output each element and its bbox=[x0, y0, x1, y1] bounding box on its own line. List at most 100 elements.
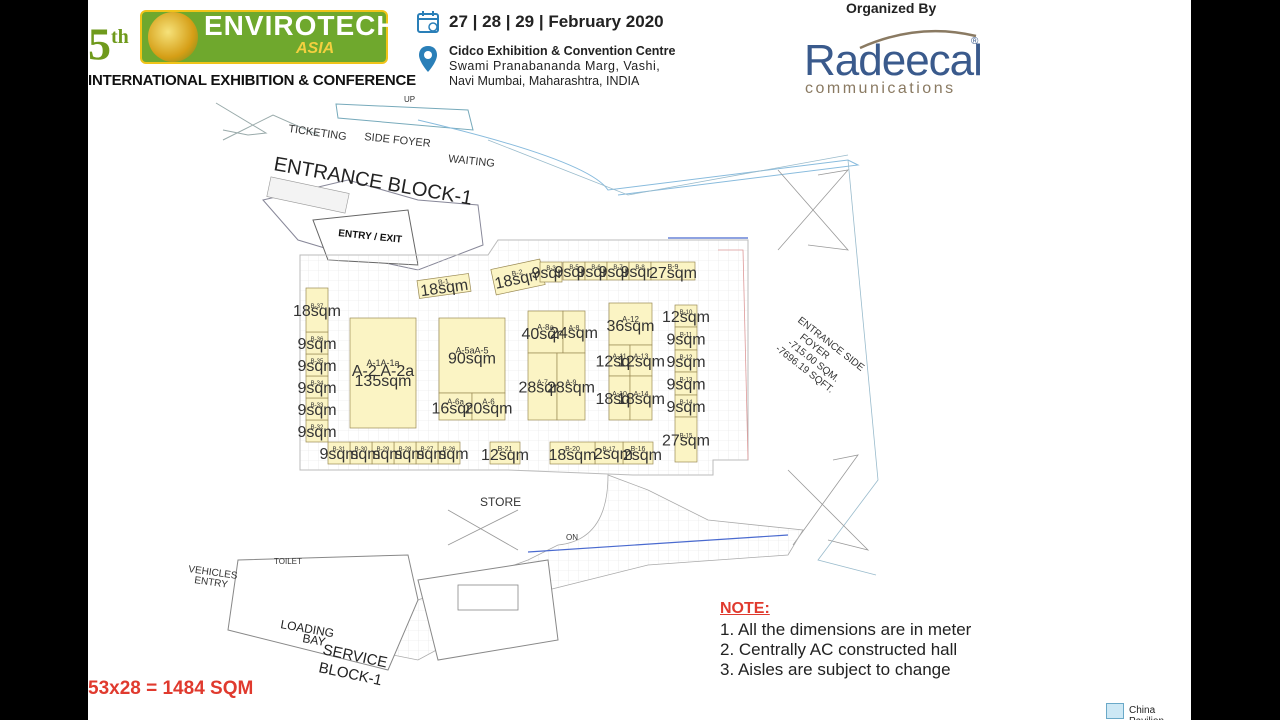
venue-name: Cidco Exhibition & Convention Centre bbox=[449, 44, 676, 58]
floor-plan-page: 5th ENVIROTECH ASIA INTERNATIONAL EXHIBI… bbox=[88, 0, 1191, 720]
booth-size: 9sqm bbox=[319, 446, 358, 463]
booth-id: B-34 bbox=[311, 381, 324, 387]
booth-id: B-29 bbox=[377, 447, 390, 453]
booth-id: A-8a bbox=[537, 323, 554, 332]
booth-id: A-14 bbox=[634, 391, 649, 398]
booth-id: B-15 bbox=[680, 434, 693, 440]
booth-size: 9sqm bbox=[297, 358, 336, 375]
label-waiting: WAITING bbox=[448, 153, 496, 170]
booth-id: B-30 bbox=[355, 447, 368, 453]
booth-size: 9sqm bbox=[385, 446, 424, 463]
booth-id: A-11 bbox=[612, 354, 626, 361]
booth-id: B-13 bbox=[680, 378, 693, 384]
booth-id: B-1 bbox=[438, 278, 450, 286]
legend-swatch bbox=[1106, 703, 1124, 719]
booth-size: 36sqm bbox=[606, 318, 654, 335]
booth-size: 9sqm bbox=[407, 446, 446, 463]
event-sub: ASIA bbox=[296, 40, 335, 57]
booth-size: 12sqm bbox=[617, 354, 665, 371]
booth-size: 9sqm bbox=[531, 265, 570, 282]
booth-rect bbox=[327, 441, 351, 465]
label-up: UP bbox=[404, 95, 415, 104]
booth-id: B-14 bbox=[680, 400, 693, 406]
booth-rect bbox=[549, 441, 596, 465]
note-title: NOTE: bbox=[720, 600, 770, 617]
booth-id: A-5aA-5 bbox=[455, 346, 488, 356]
booth-rect bbox=[650, 261, 696, 281]
booth-size: 9sqm bbox=[620, 264, 659, 281]
booth-size: 12sqm bbox=[481, 447, 529, 464]
booth-size: 24sqm bbox=[550, 325, 598, 342]
booth-rect bbox=[629, 375, 653, 421]
booth-size: 9sqm bbox=[341, 446, 380, 463]
label-on: ON bbox=[566, 533, 578, 542]
booth-size: 9sqm bbox=[666, 377, 705, 394]
organizer-swoosh-icon bbox=[859, 29, 977, 50]
event-name: ENVIROTECH bbox=[204, 10, 398, 41]
booth-id: B-6 bbox=[591, 265, 601, 271]
booth-size: 18sqm bbox=[617, 391, 665, 408]
legend-label: China Pavilion bbox=[1129, 705, 1164, 720]
booth-size: 9sqm bbox=[297, 424, 336, 441]
note-item-3: 3. Aisles are subject to change bbox=[720, 660, 951, 679]
booth-size: 18sqm bbox=[419, 277, 469, 301]
booth-id: B-31 bbox=[333, 447, 346, 453]
label-toilet: TOILET bbox=[274, 557, 302, 566]
booth-size: 9sqm bbox=[666, 354, 705, 371]
label-bay: BAY bbox=[301, 631, 326, 649]
booth-size: 20sqm bbox=[464, 401, 512, 418]
booth-id: B-20 bbox=[565, 446, 580, 453]
booth-id: B-11 bbox=[680, 333, 693, 339]
venue-address-1: Swami Pranabananda Marg, Vashi, bbox=[449, 59, 661, 73]
booth-id: B-9 bbox=[668, 264, 679, 271]
booth-rect bbox=[674, 416, 698, 463]
booth-size: 18sqm bbox=[293, 303, 341, 320]
booth-id: A-12 bbox=[622, 315, 639, 324]
label-side-foyer: SIDE FOYER bbox=[364, 131, 432, 150]
booth-rect bbox=[305, 287, 329, 333]
organizer-sub: communications bbox=[805, 80, 956, 97]
booth-size: 9sqm bbox=[297, 336, 336, 353]
note-item-2: 2. Centrally AC constructed hall bbox=[720, 640, 958, 659]
booth-extra: A-2 A-2a bbox=[352, 363, 414, 380]
booth-size: 9sqm bbox=[666, 399, 705, 416]
calendar-icon bbox=[417, 11, 439, 33]
organized-by-label: Organized By bbox=[846, 0, 937, 16]
booth-id: B-36 bbox=[311, 337, 324, 343]
booth-rect bbox=[438, 392, 473, 421]
booth-size: 9sqm bbox=[554, 264, 593, 281]
booth-rect bbox=[489, 441, 521, 465]
booth-id: B-10 bbox=[680, 310, 693, 316]
booth-id: B-21 bbox=[498, 446, 513, 453]
booth-id: B-33 bbox=[311, 403, 324, 409]
booth-size: 28sqm bbox=[547, 380, 595, 397]
booth-rect bbox=[349, 317, 417, 429]
booth-rect bbox=[471, 392, 506, 421]
booth-id: A-13 bbox=[634, 354, 649, 361]
booth-id: B-7 bbox=[613, 265, 623, 271]
booth-size: 12sqm bbox=[662, 309, 710, 326]
booth-rect bbox=[438, 317, 506, 394]
booth-size: 40sqm bbox=[521, 326, 569, 343]
event-tagline: INTERNATIONAL EXHIBITION & CONFERENCE bbox=[88, 72, 416, 89]
